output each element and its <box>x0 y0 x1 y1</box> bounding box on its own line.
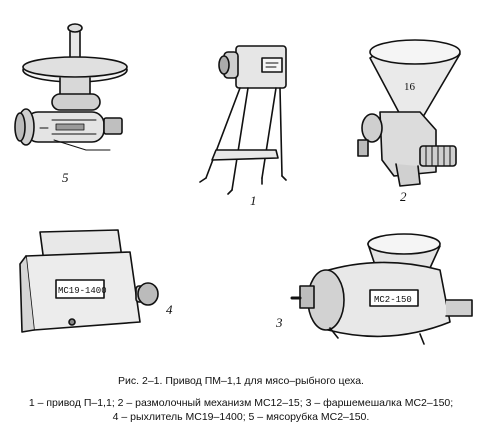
loosener-drawing <box>19 229 159 333</box>
caption-title: Рис. 2–1. Привод ПМ–1,1 для мясо–рыбного… <box>118 375 364 387</box>
grinding-mechanism-drawing <box>357 39 461 187</box>
item-number-2: 2 <box>400 189 407 204</box>
mixer-drawing <box>290 233 473 345</box>
caption-line-1: 1 – привод П–1,1; 2 – размолочный механи… <box>28 397 454 409</box>
hopper-number-label: 16 <box>404 81 416 93</box>
item-number-3: 3 <box>276 315 283 330</box>
mixer-plate-label: МС2-150 <box>374 295 412 305</box>
loosener-plate-label: МС19-1400 <box>58 286 107 296</box>
drive-stand-drawing <box>199 45 287 195</box>
item-number-4: 4 <box>166 302 173 317</box>
item-number-1: 1 <box>250 193 257 208</box>
meat-grinder-drawing <box>14 23 128 151</box>
figure-caption: Рис. 2–1. Привод ПМ–1,1 для мясо–рыбного… <box>0 374 482 424</box>
item-number-5: 5 <box>62 170 69 185</box>
equipment-figure: МС19-1400 МС2-150 16 <box>14 23 473 345</box>
caption-line-2: 4 – рыхлитель МС19–1400; 5 – мясорубка М… <box>112 411 370 423</box>
